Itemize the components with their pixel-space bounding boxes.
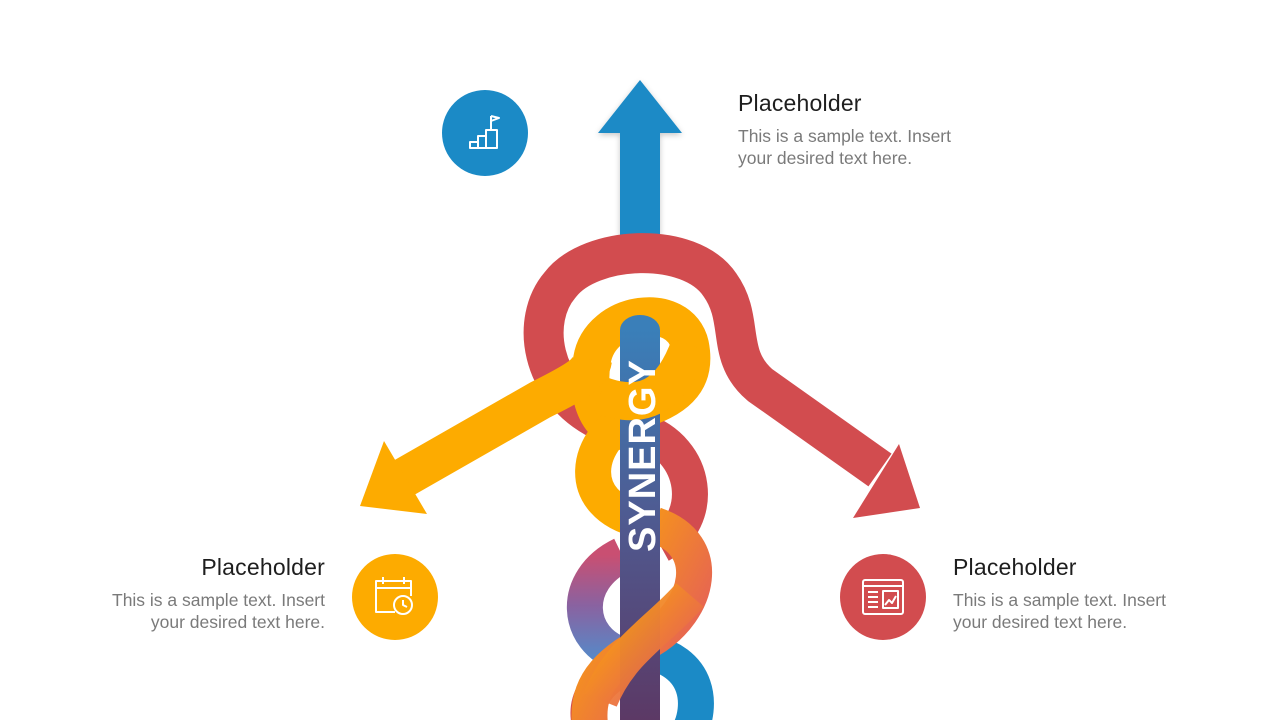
red-arrow-head (853, 444, 920, 518)
orange-arrow-head (360, 441, 427, 514)
right-title: Placeholder (953, 554, 1077, 580)
top-icon-circle (442, 90, 528, 176)
left-description: This is a sample text. Insert your desir… (25, 589, 325, 633)
red-band-loop (523, 233, 892, 487)
left-title: Placeholder (201, 554, 325, 580)
left-icon-circle (352, 554, 438, 640)
right-description: This is a sample text. Insert your desir… (953, 589, 1253, 633)
warm-front-crossing (583, 583, 704, 708)
calendar-clock-icon (375, 577, 413, 615)
left-text-block: Placeholder This is a sample text. Inser… (25, 554, 325, 633)
blue-arrow-head (598, 80, 682, 133)
right-icon-circle (840, 554, 926, 640)
orange-front-crossing (593, 338, 708, 421)
top-title: Placeholder (738, 90, 862, 116)
top-description-line1: This is a sample text. Insert (738, 126, 951, 146)
right-description-line2: your desired text here. (953, 612, 1128, 632)
center-label: SYNERGY (622, 359, 664, 552)
top-text-block: Placeholder This is a sample text. Inser… (738, 90, 1038, 169)
document-chart-icon (862, 579, 904, 615)
right-description-line1: This is a sample text. Insert (953, 590, 1166, 610)
right-text-block: Placeholder This is a sample text. Inser… (953, 554, 1253, 633)
orange-arm (390, 354, 612, 498)
top-description: This is a sample text. Insert your desir… (738, 125, 1038, 169)
top-description-line2: your desired text here. (738, 148, 913, 168)
left-description-line1: This is a sample text. Insert (112, 590, 325, 610)
blue-arrow (598, 80, 682, 258)
flag-steps-icon (469, 115, 500, 149)
left-description-line2: your desired text here. (150, 612, 325, 632)
